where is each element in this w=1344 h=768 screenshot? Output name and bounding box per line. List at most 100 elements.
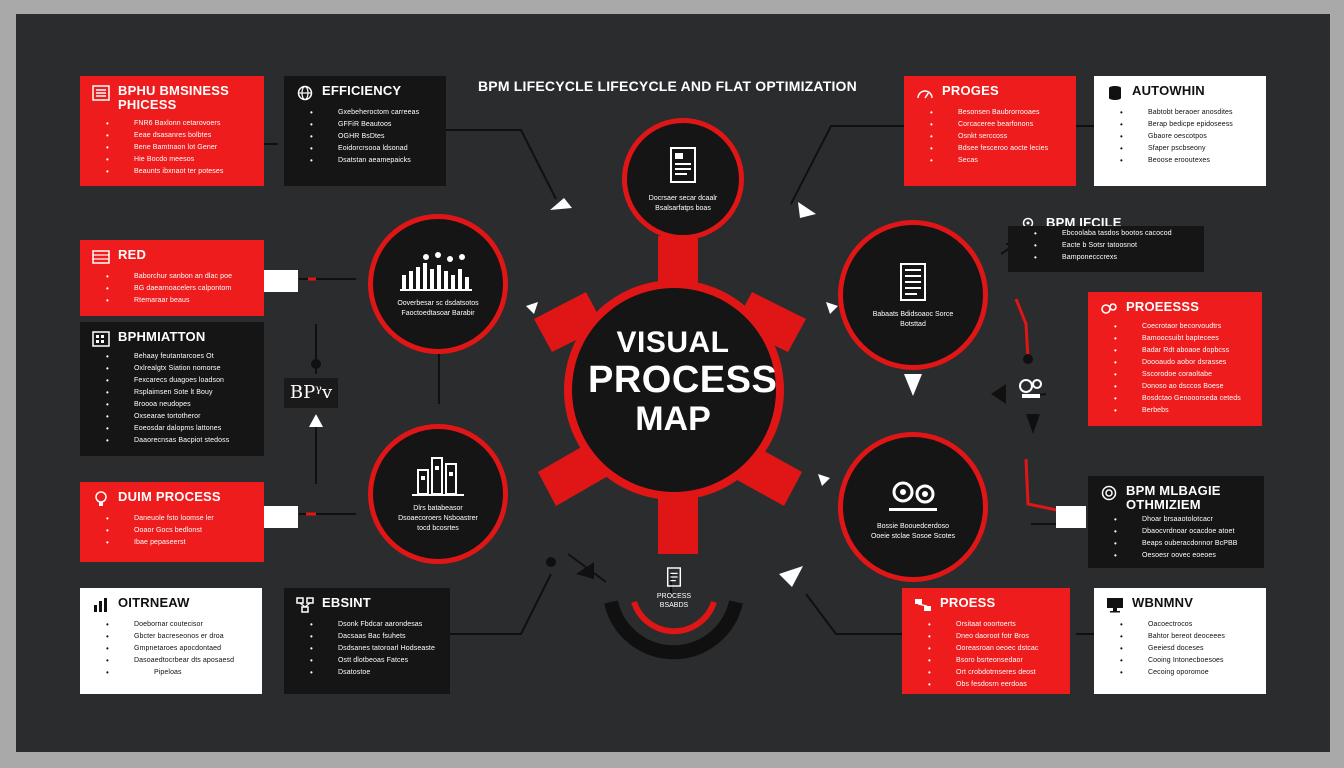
card-proges[interactable]: PROGES Besonsen Baubrorrooaes Corcaceree… [904,76,1076,186]
bar-chart-icon [400,252,472,291]
connector-line [449,573,552,635]
bullet: Gmpnetaroes apocdontaed [100,643,250,655]
card-bullets: Coecrotaor becorvoudtrs Bamoocsuibt bapt… [1100,321,1250,417]
card-bullets: Dhoar brsaaotolotcacr Dbaocvrdnoar ocacd… [1100,514,1252,562]
card-proesess[interactable]: PROEESSS Coecrotaor becorvoudtrs Bamoocs… [1088,292,1262,426]
card-label: BPM MLBAGIE OTHMIZIEM [1126,483,1221,512]
bullet: Oxlrealgtx Siation nomorse [100,363,252,375]
card-bullets: Orsitaat ooortoerts Dneo daoroot fotr Br… [914,619,1058,691]
card-red[interactable]: RED Baborchur sanbon an dlac poe BG daea… [80,240,264,316]
bullet: Ibae pepaseerst [100,537,252,549]
bullet: Corcaceree bearfonons [924,119,1064,131]
bullet: Bosdctao Genooorseda ceteds [1108,393,1250,405]
node-text: Docrsaer secar dcaalr Bsalsarfatps boas [648,195,718,212]
bullet: Ort crobdotrnseres deost [922,667,1058,679]
card-wbnmnv[interactable]: WBNMNV Oacoectrocos Bahtor bereot deocee… [1094,588,1266,694]
bullet: FNR6 Baxlonn cetarovoers [100,118,252,130]
card-process-b[interactable]: PROESS Orsitaat ooortoerts Dneo daoroot … [902,588,1070,694]
bpm-tag: BPᵞv [284,378,338,408]
card-bullets: Gxebeheroctom carreeas GFFiR Beautoos OG… [296,107,434,167]
bullet: Eacte b Sotsr tatoosnot [1028,240,1192,252]
network-icon [296,597,314,613]
bullet: Dsonk Fbdcar aarondesas [304,619,438,631]
card-label: RED [118,247,147,262]
bullet: Cooing Intonecboesoes [1114,655,1254,667]
arrow-tab [264,270,298,292]
bullet: Badar Rdt aboaoe dopbcss [1108,345,1250,357]
bullet: Dacsaas Bac fsuhets [304,631,438,643]
bottom-arc [604,600,743,660]
card-bpm-business[interactable]: BPHU BMSINESS PHICESS FNR6 Baxlonn cetar… [80,76,264,186]
bottom-node-line-1: PROCESS [656,593,692,600]
node-right-bottom[interactable]: Bossie Boouedcerdoso Ooeie stclae Sosoe … [838,432,988,582]
connector-line-red [1014,298,1030,360]
chart-icon [94,598,107,612]
card-bpminatton[interactable]: BPHMIATTON Behaay feutantarcoes Ot Oxlre… [80,322,264,456]
bullet: Bene Bamtnaon lot Gener [100,142,252,154]
card-bullets: FNR6 Baxlonn cetarovoers Eeae dsasanres … [92,118,252,178]
lightbulb-icon [95,491,107,506]
connector-line-red [1024,458,1077,516]
bullet: Ooaor Gocs bedlonst [100,525,252,537]
card-label: PROESS [940,595,996,610]
bullet: GFFiR Beautoos [304,119,434,131]
hub-label: VISUAL PROCESS MAP [588,326,778,438]
bullet: Eoeosdar dalopms lattones [100,423,252,435]
node-left-top[interactable]: Ooverbesar sc dsdatsotos Faoctoedtasoar … [368,214,508,354]
node-top[interactable]: Docrsaer secar dcaalr Bsalsarfatps boas [622,118,744,240]
node-left-bottom[interactable]: Dlrs batabeasor Dsoaecoroers Nsboastrer … [368,424,508,564]
bullet: Fexcarecs duagoes loadson [100,375,252,387]
node-text: Ooverbesar sc dsdatsotos Faoctoedtasoar … [397,300,479,317]
monitor-icon [1107,598,1123,613]
card-ebsint[interactable]: EBSINT Dsonk Fbdcar aarondesas Dacsaas B… [284,588,450,694]
bullet: Oacoectrocos [1114,619,1254,631]
bullet: Dhoar brsaaotolotcacr [1108,514,1252,526]
bullet: Rsplaimsen Sote lt Bouy [100,387,252,399]
bullet: Oesoesr oovec eoeoes [1108,550,1252,562]
card-efficiency[interactable]: EFFICIENCY Gxebeheroctom carreeas GFFiR … [284,76,446,186]
bullet: Bamponecccrexs [1028,252,1192,264]
card-autowhin[interactable]: AUTOWHIN Babtobt beraoer anosdites Berap… [1094,76,1266,186]
hub-line-2: PROCESS [588,359,778,401]
bullet: Beaps ouberacdonnor BcPBB [1108,538,1252,550]
bullet: Bahtor bereot deoceees [1114,631,1254,643]
document-icon [670,147,696,183]
bullet: Bsoro bsrteonsedaor [922,655,1058,667]
card-bullets: Daneuole fsto loomse ler Ooaor Gocs bedl… [92,513,252,549]
connector-layer [264,125,1096,660]
bullet: Osnkt serccoss [924,131,1064,143]
bullet: Ooreasroan oeoec dstcac [922,643,1058,655]
bullet: Berap bedicpe epidoseess [1114,119,1254,131]
bullet: Geeiesd doceses [1114,643,1254,655]
card-oitrneaw[interactable]: OITRNEAW Doebornar coutecisor Gbcter bac… [80,588,262,694]
card-label: OITRNEAW [118,595,190,610]
card-label: PROGES [942,83,999,98]
bullet: Coecrotaor becorvoudtrs [1108,321,1250,333]
arrow-head [798,202,816,218]
card-bullets: Doebornar coutecisor Gbcter bacreseonos … [92,619,250,679]
bullet: Beaunts ibxnaot ter poteses [100,166,252,178]
table-icon [92,250,110,264]
card-bullets: Dsonk Fbdcar aarondesas Dacsaas Bac fsuh… [296,619,438,679]
target-icon [1101,485,1117,501]
process-map-canvas: BPM LIFECYCLE LIFECYCLE AND FLAT OPTIMIZ… [16,14,1330,752]
bottom-node-label[interactable]: PROCESS BSABDS [636,566,712,610]
building-blocks-icon [412,457,464,496]
arrow-head-dark [1026,414,1040,434]
card-bullets: Ebcoolaba tasdos bootos cacocod Eacte b … [1020,228,1192,264]
bullet: Gbcter bacreseonos er droa [100,631,250,643]
bullet: Daaorecnsas Bacpiot stedoss [100,435,252,447]
bullet: Behaay feutantarcoes Ot [100,351,252,363]
bullet: Besonsen Baubrorrooaes [924,107,1064,119]
bullet: Bamoocsuibt baptecees [1108,333,1250,345]
connector-dot [1023,354,1033,364]
arrow-head [904,374,922,396]
card-label: EFFICIENCY [322,83,402,98]
card-bullets: Besonsen Baubrorrooaes Corcaceree bearfo… [916,107,1064,167]
gears-icon [889,481,937,511]
card-duim-process[interactable]: DUIM PROCESS Daneuole fsto loomse ler Oo… [80,482,264,562]
card-label: BPHMIATTON [118,329,206,344]
card-label: PROEESSS [1126,299,1200,314]
node-right-top[interactable]: Babaats Bdidsoaoc Sorce Botsttad [838,220,988,370]
card-bpm-mlbagie[interactable]: BPM MLBAGIE OTHMIZIEM Dhoar brsaaotolotc… [1088,476,1264,568]
